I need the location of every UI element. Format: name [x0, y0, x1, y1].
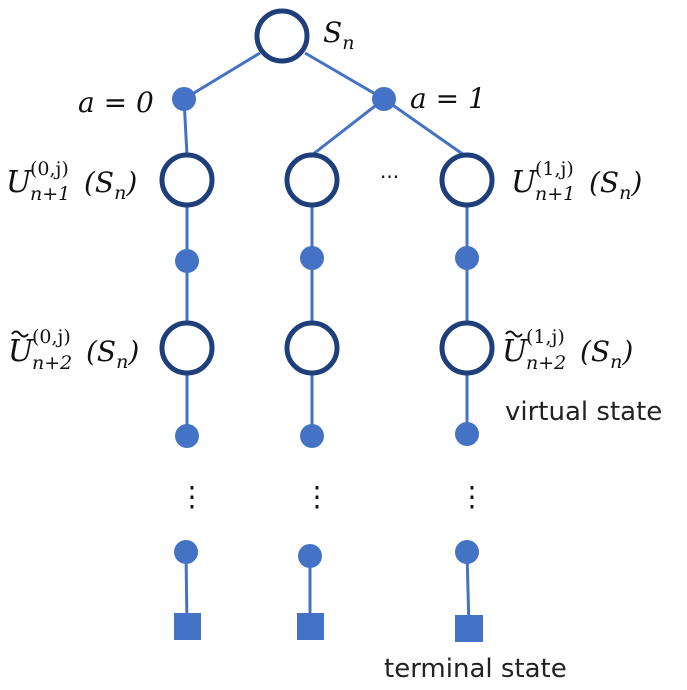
edge-root-a1: [304, 51, 385, 101]
action-node-mid-2: [300, 246, 324, 270]
u-label-left: U (0,j) n+1 (Sn): [6, 158, 137, 205]
action-label-a1: a = 1: [410, 82, 486, 115]
action-node-left-3: [175, 424, 199, 448]
action-node-mid-3: [300, 424, 324, 448]
vertical-ellipsis-right: ⋮: [458, 480, 486, 513]
vertical-ellipsis-left: ⋮: [178, 480, 206, 513]
vertical-ellipsis-mid: ⋮: [303, 480, 331, 513]
ut-label-left: U (0,j) n+2 (Sn): [8, 326, 139, 374]
action-node-left-2: [175, 249, 199, 273]
terminal-state-label: terminal state: [384, 654, 567, 684]
action-node-mid-4: [298, 544, 322, 568]
terminal-node-mid: [297, 613, 324, 640]
tilde-mark: [505, 330, 523, 338]
svg-text:(Sn): (Sn): [86, 335, 139, 373]
svg-text:(0,j): (0,j): [32, 326, 71, 348]
virtual-state-label: virtual state: [505, 397, 662, 427]
svg-text:(Sn): (Sn): [84, 166, 137, 204]
terminal-node-right: [455, 615, 483, 642]
svg-text:(Sn): (Sn): [580, 335, 633, 373]
action-node-a0: [172, 87, 196, 111]
action-label-a0: a = 0: [78, 86, 154, 119]
horizontal-ellipsis: ···: [380, 165, 399, 189]
svg-text:(0,j): (0,j): [30, 158, 69, 180]
u-label-right: U (1,j) n+1 (Sn): [511, 158, 642, 205]
root-label: Sn: [323, 16, 354, 54]
svg-text:U: U: [6, 165, 33, 200]
u-state-right: [439, 152, 495, 208]
action-node-right-2: [455, 246, 479, 270]
svg-text:(1,j): (1,j): [535, 158, 574, 180]
svg-text:n+2: n+2: [32, 352, 72, 374]
edge-a1-u-mid: [311, 97, 385, 157]
tilde-mark: [11, 330, 29, 338]
action-node-right-3: [455, 422, 479, 446]
action-node-a1: [372, 87, 396, 111]
svg-text:n+1: n+1: [30, 183, 70, 205]
action-node-left-4: [174, 540, 198, 564]
root-state-node: [254, 8, 310, 64]
svg-text:U: U: [502, 334, 529, 369]
ut-label-right: U (1,j) n+2 (Sn): [502, 326, 633, 374]
edges: [182, 51, 471, 629]
action-node-right-4: [455, 540, 479, 564]
svg-text:n+2: n+2: [526, 352, 566, 374]
svg-text:n+1: n+1: [535, 183, 575, 205]
ut-state-right: [439, 320, 495, 376]
edge-root-a0: [183, 51, 261, 101]
u-state-left: [159, 152, 215, 208]
svg-text:(1,j): (1,j): [526, 326, 565, 348]
terminal-node-left: [174, 613, 201, 640]
u-state-mid: [284, 152, 340, 208]
svg-text:(Sn): (Sn): [589, 166, 642, 204]
edge-a1-u-right: [383, 97, 465, 157]
svg-text:U: U: [511, 165, 538, 200]
ut-state-left: [159, 320, 215, 376]
svg-text:U: U: [8, 334, 35, 369]
ut-state-mid: [284, 320, 340, 376]
